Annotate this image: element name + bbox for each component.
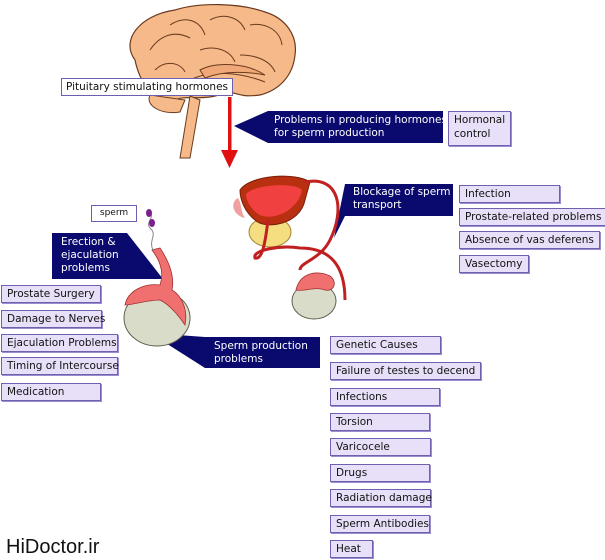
production-cause-torsion: Torsion (330, 413, 430, 431)
sperm-label: sperm (91, 205, 137, 222)
production-callout: Sperm production problems (214, 340, 308, 366)
blockage-cause-prostate: Prostate-related problems (459, 208, 605, 226)
erection-callout-shape (52, 233, 163, 279)
erection-cause-timing: Timing of Intercourse (1, 357, 119, 375)
erection-callout-line-3: problems (61, 262, 110, 274)
production-cause-radiation: Radiation damage (330, 489, 432, 507)
production-cause-infections: Infections (330, 388, 440, 406)
production-callout-shape (150, 333, 320, 368)
blockage-callout-line-1: Blockage of sperm (353, 186, 451, 198)
hormonal-label-line-2: control (454, 128, 491, 140)
erection-callout-line-1: Erection & (61, 236, 116, 248)
blockage-callout-line-2: transport (353, 199, 402, 211)
pituitary-label: Pituitary stimulating hormones (61, 78, 234, 96)
erection-callout-line-2: ejaculation (61, 249, 119, 261)
hormonal-callout-shape (234, 111, 443, 143)
production-cause-antibodies: Sperm Antibodies (330, 515, 430, 533)
blockage-cause-infection: Infection (459, 185, 560, 203)
prostate-illustration (233, 175, 347, 320)
erection-callout: Erection & ejaculation problems (61, 236, 119, 275)
erection-cause-ejaculation: Ejaculation Problems (1, 334, 118, 352)
production-cause-heat: Heat (330, 540, 373, 558)
production-callout-line-2: problems (214, 353, 263, 365)
hormonal-callout-line-2: for sperm production (274, 127, 385, 139)
production-cause-genetic: Genetic Causes (330, 336, 441, 354)
hormonal-control-box: Hormonal control (448, 111, 512, 146)
production-callout-line-1: Sperm production (214, 340, 308, 352)
production-cause-undescended: Failure of testes to decend (330, 362, 482, 380)
blockage-callout: Blockage of sperm transport (353, 186, 451, 212)
blockage-cause-vasectomy: Vasectomy (459, 255, 529, 273)
watermark: HiDoctor.ir (6, 536, 100, 558)
hormonal-callout: Problems in producing hormones for sperm… (274, 114, 447, 140)
blockage-callout-shape (334, 184, 453, 238)
erection-cause-prostate-surgery: Prostate Surgery (1, 285, 101, 303)
erection-cause-medication: Medication (1, 383, 101, 401)
blockage-cause-vas-deferens: Absence of vas deferens (459, 231, 600, 249)
hormonal-label-line-1: Hormonal (454, 114, 506, 126)
testis-illustration (123, 209, 191, 347)
production-cause-drugs: Drugs (330, 464, 430, 482)
erection-cause-nerve-damage: Damage to Nerves (1, 310, 105, 328)
hormone-arrow (221, 97, 238, 168)
production-cause-varicocele: Varicocele (330, 438, 431, 456)
hormonal-callout-line-1: Problems in producing hormones (274, 114, 447, 126)
